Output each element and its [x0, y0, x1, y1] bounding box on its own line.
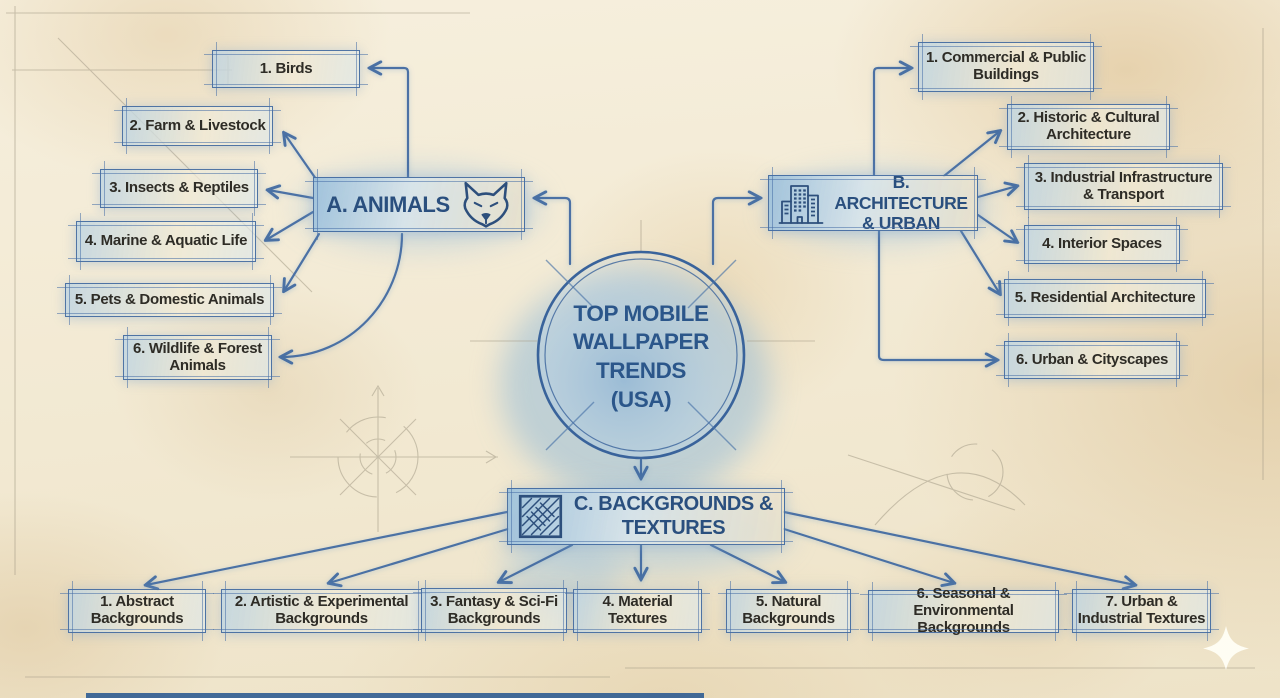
node-animals-marine-aquatic: 4. Marine & Aquatic Life	[68, 213, 264, 270]
center-title-line: (USA)	[610, 386, 672, 412]
node-label: 1. Abstract Backgrounds	[90, 593, 184, 627]
node-arch-historic-cultural: 2. Historic & Cultural Architecture	[999, 96, 1178, 158]
node-animals-wildlife-forest: 6. Wildlife & Forest Animals	[115, 327, 280, 388]
branch-node-architecture: B. ARCHITECTURE & URBAN	[760, 167, 986, 239]
node-arch-interior-spaces: 4. Interior Spaces	[1016, 217, 1188, 272]
center-title-line: TRENDS	[595, 358, 687, 383]
node-label: 3. Insects & Reptiles	[109, 179, 249, 197]
fox-icon	[460, 181, 512, 228]
node-arch-industrial-transport: 3. Industrial Infrastructure & Transport	[1016, 155, 1231, 218]
node-label: 4. Material Textures	[602, 593, 673, 627]
node-label: 6. Wildlife & Forest Animals	[133, 339, 262, 374]
node-animals-pets-domestic: 5. Pets & Domestic Animals	[57, 275, 282, 325]
connector-arrows	[146, 68, 1135, 585]
node-label: 5. Natural Backgrounds	[742, 593, 835, 627]
node-bg-abstract: 1. Abstract Backgrounds	[60, 581, 214, 641]
node-label: 3. Fantasy & Sci-Fi Backgrounds	[430, 592, 558, 627]
node-animals-farm-livestock: 2. Farm & Livestock	[114, 98, 281, 154]
branch-label: B. ARCHITECTURE & URBAN	[834, 172, 968, 234]
branch-label: C. BACKGROUNDS & TEXTURES	[573, 492, 774, 539]
node-label: 2. Artistic & Experimental Backgrounds	[234, 593, 409, 627]
center-title-line: TOP MOBILE	[573, 300, 709, 326]
node-bg-seasonal-environmental: 6. Seasonal & Environmental Backgrounds	[860, 582, 1067, 641]
node-label: 3. Industrial Infrastructure & Transport	[1034, 168, 1213, 203]
node-bg-natural: 5. Natural Backgrounds	[718, 581, 859, 641]
branch-node-animals: A. ANIMALS	[305, 169, 533, 240]
node-bg-fantasy-scifi: 3. Fantasy & Sci-Fi Backgrounds	[413, 580, 575, 641]
node-label: 4. Interior Spaces	[1042, 235, 1162, 253]
center-title-line: WALLPAPER	[573, 329, 709, 355]
node-label: 5. Pets & Domestic Animals	[74, 290, 265, 308]
sparkle-icon	[1203, 626, 1249, 670]
node-arch-residential: 5. Residential Architecture	[996, 271, 1214, 326]
hatch-square-icon	[518, 494, 563, 539]
node-label: 2. Historic & Cultural Architecture	[1017, 109, 1160, 143]
circle-crosshair-ticks	[545, 259, 737, 451]
node-label: 5. Residential Architecture	[1014, 289, 1196, 307]
node-animals-birds: 1. Birds	[204, 42, 368, 96]
center-node-circle	[536, 250, 746, 460]
node-label: 2. Farm & Livestock	[129, 116, 266, 134]
node-arch-commercial-public: 1. Commercial & Public Buildings	[910, 34, 1102, 100]
node-arch-urban-cityscapes: 6. Urban & Cityscapes	[996, 333, 1188, 387]
buildings-icon	[778, 182, 824, 225]
node-label: 6. Urban & Cityscapes	[1015, 350, 1169, 368]
pencil-construction-lines	[6, 6, 1264, 678]
node-bg-artistic-experimental: 2. Artistic & Experimental Backgrounds	[213, 581, 430, 641]
node-bg-urban-industrial: 7. Urban & Industrial Textures	[1064, 581, 1219, 641]
node-label: 1. Commercial & Public Buildings	[925, 49, 1087, 83]
node-bg-material-textures: 4. Material Textures	[565, 581, 710, 641]
bottom-edge-line	[86, 693, 704, 698]
center-node-title: TOP MOBILE WALLPAPER TRENDS (USA)	[551, 293, 731, 421]
node-label: 1. Birds	[259, 59, 313, 77]
node-label: 4. Marine & Aquatic Life	[84, 232, 248, 250]
node-animals-insects-reptiles: 3. Insects & Reptiles	[92, 161, 266, 216]
node-label: 6. Seasonal & Environmental Backgrounds	[913, 585, 1014, 636]
branch-label: A. ANIMALS	[326, 191, 450, 217]
node-label: 7. Urban & Industrial Textures	[1077, 593, 1206, 627]
branch-node-backgrounds: C. BACKGROUNDS & TEXTURES	[499, 480, 793, 553]
